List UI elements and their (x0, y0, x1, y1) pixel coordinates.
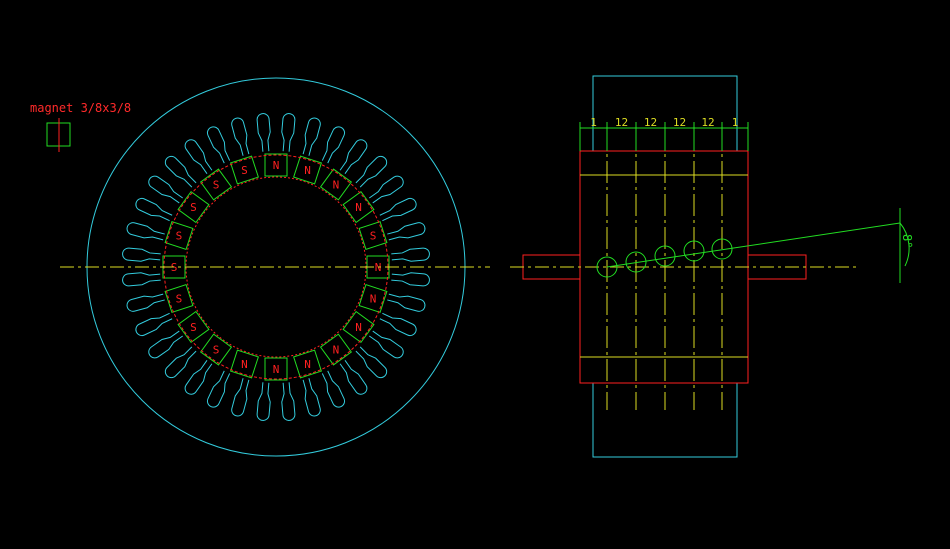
stator-slot (164, 346, 197, 379)
stator-slot (355, 155, 388, 188)
stator-slot (231, 117, 250, 156)
magnet: N (264, 153, 288, 177)
stator-slot (256, 113, 271, 152)
stator-slot (391, 247, 430, 262)
pole-letter: N (241, 358, 248, 371)
stator-slot (281, 113, 296, 152)
stator-slot (206, 126, 231, 164)
magnet: N (319, 333, 353, 366)
stator-slot (122, 247, 161, 262)
stator-slot (281, 382, 296, 421)
magnet: S (164, 284, 194, 314)
stator-slot (391, 272, 430, 287)
pole-letter: S (190, 321, 197, 334)
stator-slot (321, 370, 346, 408)
pole-letter: S (213, 178, 220, 191)
stator-slot (302, 117, 321, 156)
stator-slot (339, 360, 368, 395)
dimension-label: 1 (732, 116, 739, 129)
stator-slot (206, 370, 231, 408)
stator-slot (148, 330, 183, 359)
pole-letter: S (370, 229, 377, 242)
stator-slot (148, 175, 183, 204)
pole-letter: N (355, 201, 362, 214)
magnet-note: magnet 3/8x3/8 (30, 101, 131, 115)
side-dimensions: 1 12 12 12 12 1 (579, 116, 749, 151)
magnet: S (358, 220, 388, 250)
stator-slot (135, 312, 173, 337)
pole-letter: N (304, 164, 311, 177)
magnet: N (342, 190, 375, 224)
stator-slot (387, 293, 426, 312)
stator-slot (184, 360, 213, 395)
stator-slot (339, 139, 368, 174)
stator-slot (122, 272, 161, 287)
magnet: N (358, 284, 388, 314)
magnet: S (229, 155, 259, 185)
front-view: NNNNSNNNNNNNSSSSSSSS (60, 77, 490, 457)
dimension-label: 12 (615, 116, 628, 129)
pole-letter: N (370, 293, 377, 306)
stator-slot (164, 155, 197, 188)
stator-slot (369, 330, 404, 359)
stator-slot (355, 346, 388, 379)
pole-letter: S (190, 201, 197, 214)
stator-slot (387, 222, 426, 241)
pole-letter: N (333, 178, 340, 191)
side-view: 1 12 12 12 12 1 8° (510, 75, 914, 458)
pole-letter: N (333, 344, 340, 357)
pole-letter: S (241, 164, 248, 177)
dimension-label: 12 (701, 116, 714, 129)
magnet: N (229, 349, 259, 379)
stator-slot (231, 378, 250, 417)
pole-letter: N (355, 321, 362, 334)
magnet: N (293, 349, 323, 379)
stator-slot (135, 197, 173, 222)
magnet: S (177, 310, 210, 344)
stator-slot (321, 126, 346, 164)
pole-letter: S (176, 229, 183, 242)
pole-letter: S (213, 344, 220, 357)
skew-circles (596, 238, 733, 278)
magnet: N (293, 155, 323, 185)
magnet-legend: magnet 3/8x3/8 (30, 101, 131, 152)
stator-slot (369, 175, 404, 204)
dimension-label: 12 (644, 116, 657, 129)
stator-slots (122, 113, 430, 421)
magnet: N (342, 310, 375, 344)
pole-letter: N (304, 358, 311, 371)
skew-angle-label: 8° (900, 234, 914, 248)
dimension-label: 12 (673, 116, 686, 129)
dimension-label: 1 (590, 116, 597, 129)
magnet: S (199, 333, 233, 366)
pole-letter: N (273, 363, 280, 376)
stator-slot (302, 378, 321, 417)
magnet: S (199, 168, 233, 201)
stator-slot (126, 293, 165, 312)
magnet: N (264, 357, 288, 381)
stator-slot (256, 382, 271, 421)
pole-letter: S (176, 293, 183, 306)
side-centerlines (606, 128, 723, 410)
stator-slot (184, 139, 213, 174)
stator-slot (379, 197, 417, 222)
pole-letter: N (273, 159, 280, 172)
stator-slot (126, 222, 165, 241)
magnet: S (164, 220, 194, 250)
stator-slot (379, 312, 417, 337)
magnet: S (177, 190, 210, 224)
magnet: N (319, 168, 353, 201)
